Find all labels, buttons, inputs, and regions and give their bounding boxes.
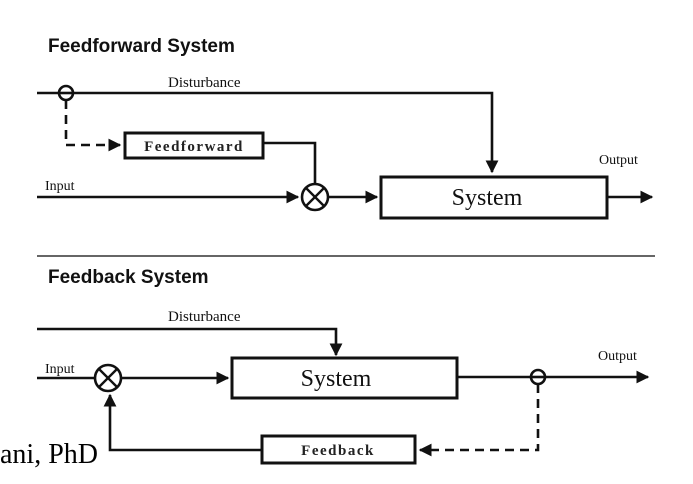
ff-disturbance-label: Disturbance [168,75,241,91]
fb-system-block-label: System [301,366,372,392]
feedback-block-label: Feedback [301,443,375,459]
fb-return-line [103,393,262,452]
feedback-title: Feedback System [48,267,209,288]
ff-disturbance-sensor-icon [57,84,75,102]
ff-output-label: Output [599,153,638,168]
fb-summing-junction-icon [93,363,123,393]
feedforward-section: Feedforward System Disturbance Feedforwa… [37,36,654,220]
feedforward-block-label: Feedforward [144,139,244,155]
feedback-section: Feedback System Disturbance Input System… [37,267,648,465]
ff-disturbance-line [37,91,492,172]
ff-measurement-dashed-line [64,100,122,152]
feedforward-block: Feedforward [123,131,265,160]
author-credit-fragment: ani, PhD [0,439,98,470]
feedforward-title: Feedforward System [48,36,235,57]
fb-measurement-dashed-line [418,384,540,457]
fb-input-label: Input [45,362,75,377]
fb-output-sensor-icon [529,368,547,386]
ff-input-label: Input [45,179,75,194]
ff-summing-junction-icon [300,182,330,212]
ff-controller-output-line [263,141,317,184]
ff-system-block: System [379,175,609,220]
ff-system-block-label: System [452,185,523,211]
fb-output-label: Output [598,349,637,364]
fb-disturbance-line [37,327,343,357]
fb-disturbance-label: Disturbance [168,309,241,325]
feedback-block: Feedback [260,434,417,465]
fb-system-block: System [230,356,459,400]
